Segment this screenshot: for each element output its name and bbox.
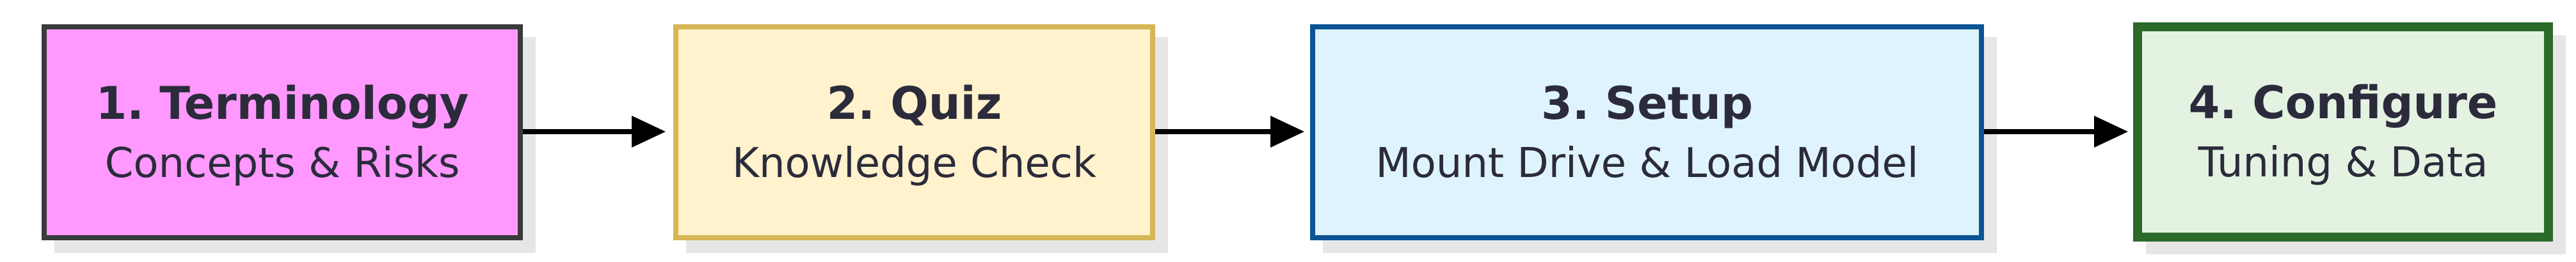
edge-setup-to-configure — [1984, 116, 2128, 148]
node-subtitle: Tuning & Data — [2198, 139, 2488, 187]
node-title: 2. Quiz — [826, 77, 1002, 130]
node-title: 4. Configure — [2188, 77, 2498, 130]
edge-quiz-to-setup — [1155, 116, 1304, 148]
node-subtitle: Concepts & Risks — [104, 139, 460, 187]
node-subtitle: Knowledge Check — [732, 139, 1097, 187]
edge-terminology-to-quiz — [523, 116, 666, 148]
node-setup: 3. Setup Mount Drive & Load Model — [1310, 24, 1984, 240]
node-quiz: 2. Quiz Knowledge Check — [673, 24, 1155, 240]
node-terminology: 1. Terminology Concepts & Risks — [42, 24, 523, 240]
node-subtitle: Mount Drive & Load Model — [1375, 139, 1919, 187]
node-title: 1. Terminology — [95, 77, 469, 130]
node-configure: 4. Configure Tuning & Data — [2133, 22, 2553, 242]
node-title: 3. Setup — [1541, 77, 1753, 130]
